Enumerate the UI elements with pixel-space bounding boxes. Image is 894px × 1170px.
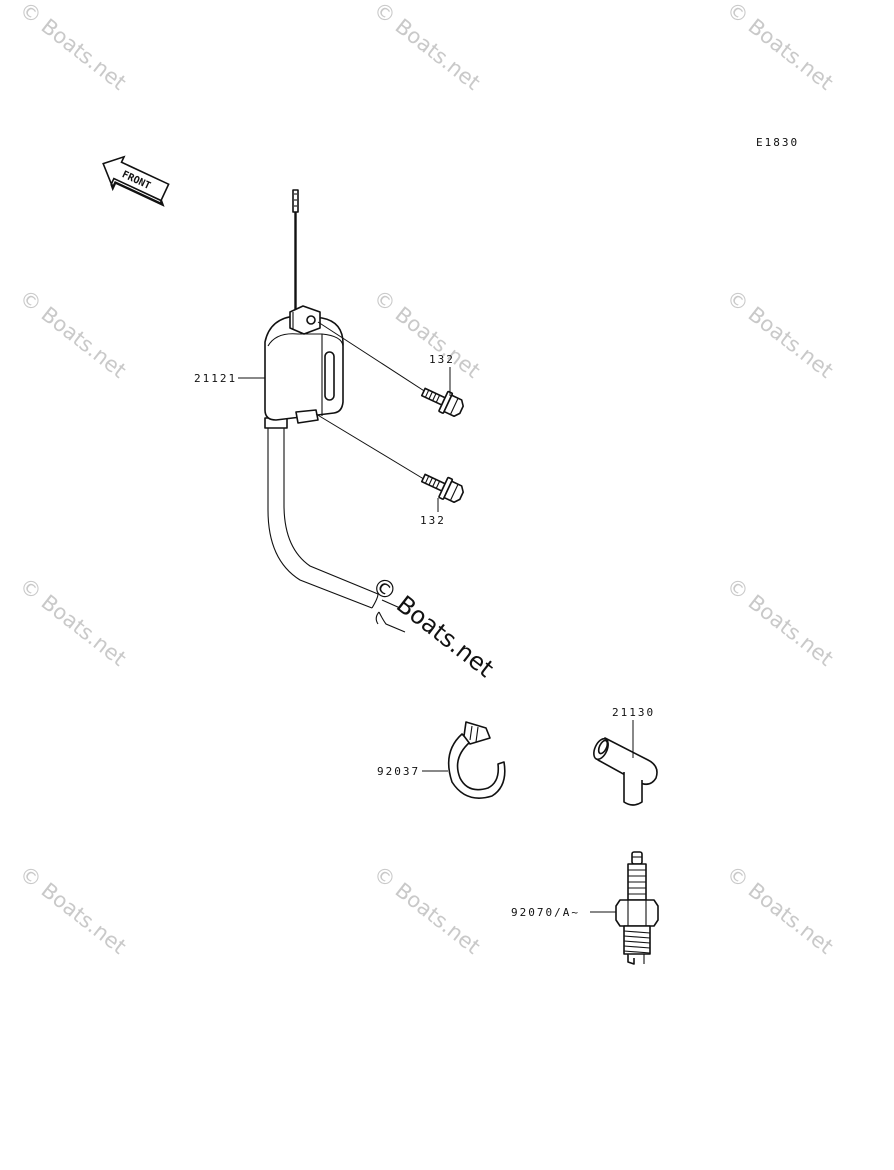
label-ignition-coil: 21121 xyxy=(194,372,237,385)
wire-terminal xyxy=(292,189,299,213)
watermark: © Boats.net xyxy=(15,573,131,671)
watermark: © Boats.net xyxy=(15,0,131,95)
plug-cap xyxy=(593,737,658,806)
label-clamp: 92037 xyxy=(377,765,420,778)
watermark: © Boats.net xyxy=(369,0,485,95)
label-plug-cap: 21130 xyxy=(612,706,655,719)
watermark: © Boats.net xyxy=(722,573,838,671)
label-spark-plug: 92070/A~ xyxy=(511,906,580,919)
bolt-upper xyxy=(420,387,464,418)
watermark: © Boats.net xyxy=(15,285,131,383)
watermark: © Boats.net xyxy=(722,0,838,95)
ignition-coil xyxy=(264,189,406,633)
watermark: © Boats.net xyxy=(722,285,838,383)
clamp xyxy=(447,721,506,799)
watermark: © Boats.net xyxy=(722,861,838,959)
spark-plug xyxy=(615,851,659,965)
watermark: © Boats.net xyxy=(369,285,485,383)
diagram-code: E1830 xyxy=(756,136,799,149)
watermark: © Boats.net xyxy=(15,861,131,959)
label-bolt-upper: 132 xyxy=(429,353,455,366)
front-arrow-icon: FRONT xyxy=(102,155,170,207)
watermark-center: © Boats.net xyxy=(366,571,499,683)
watermark: © Boats.net xyxy=(369,861,485,959)
bolt-lower xyxy=(420,473,464,504)
label-bolt-lower: 132 xyxy=(420,514,446,527)
